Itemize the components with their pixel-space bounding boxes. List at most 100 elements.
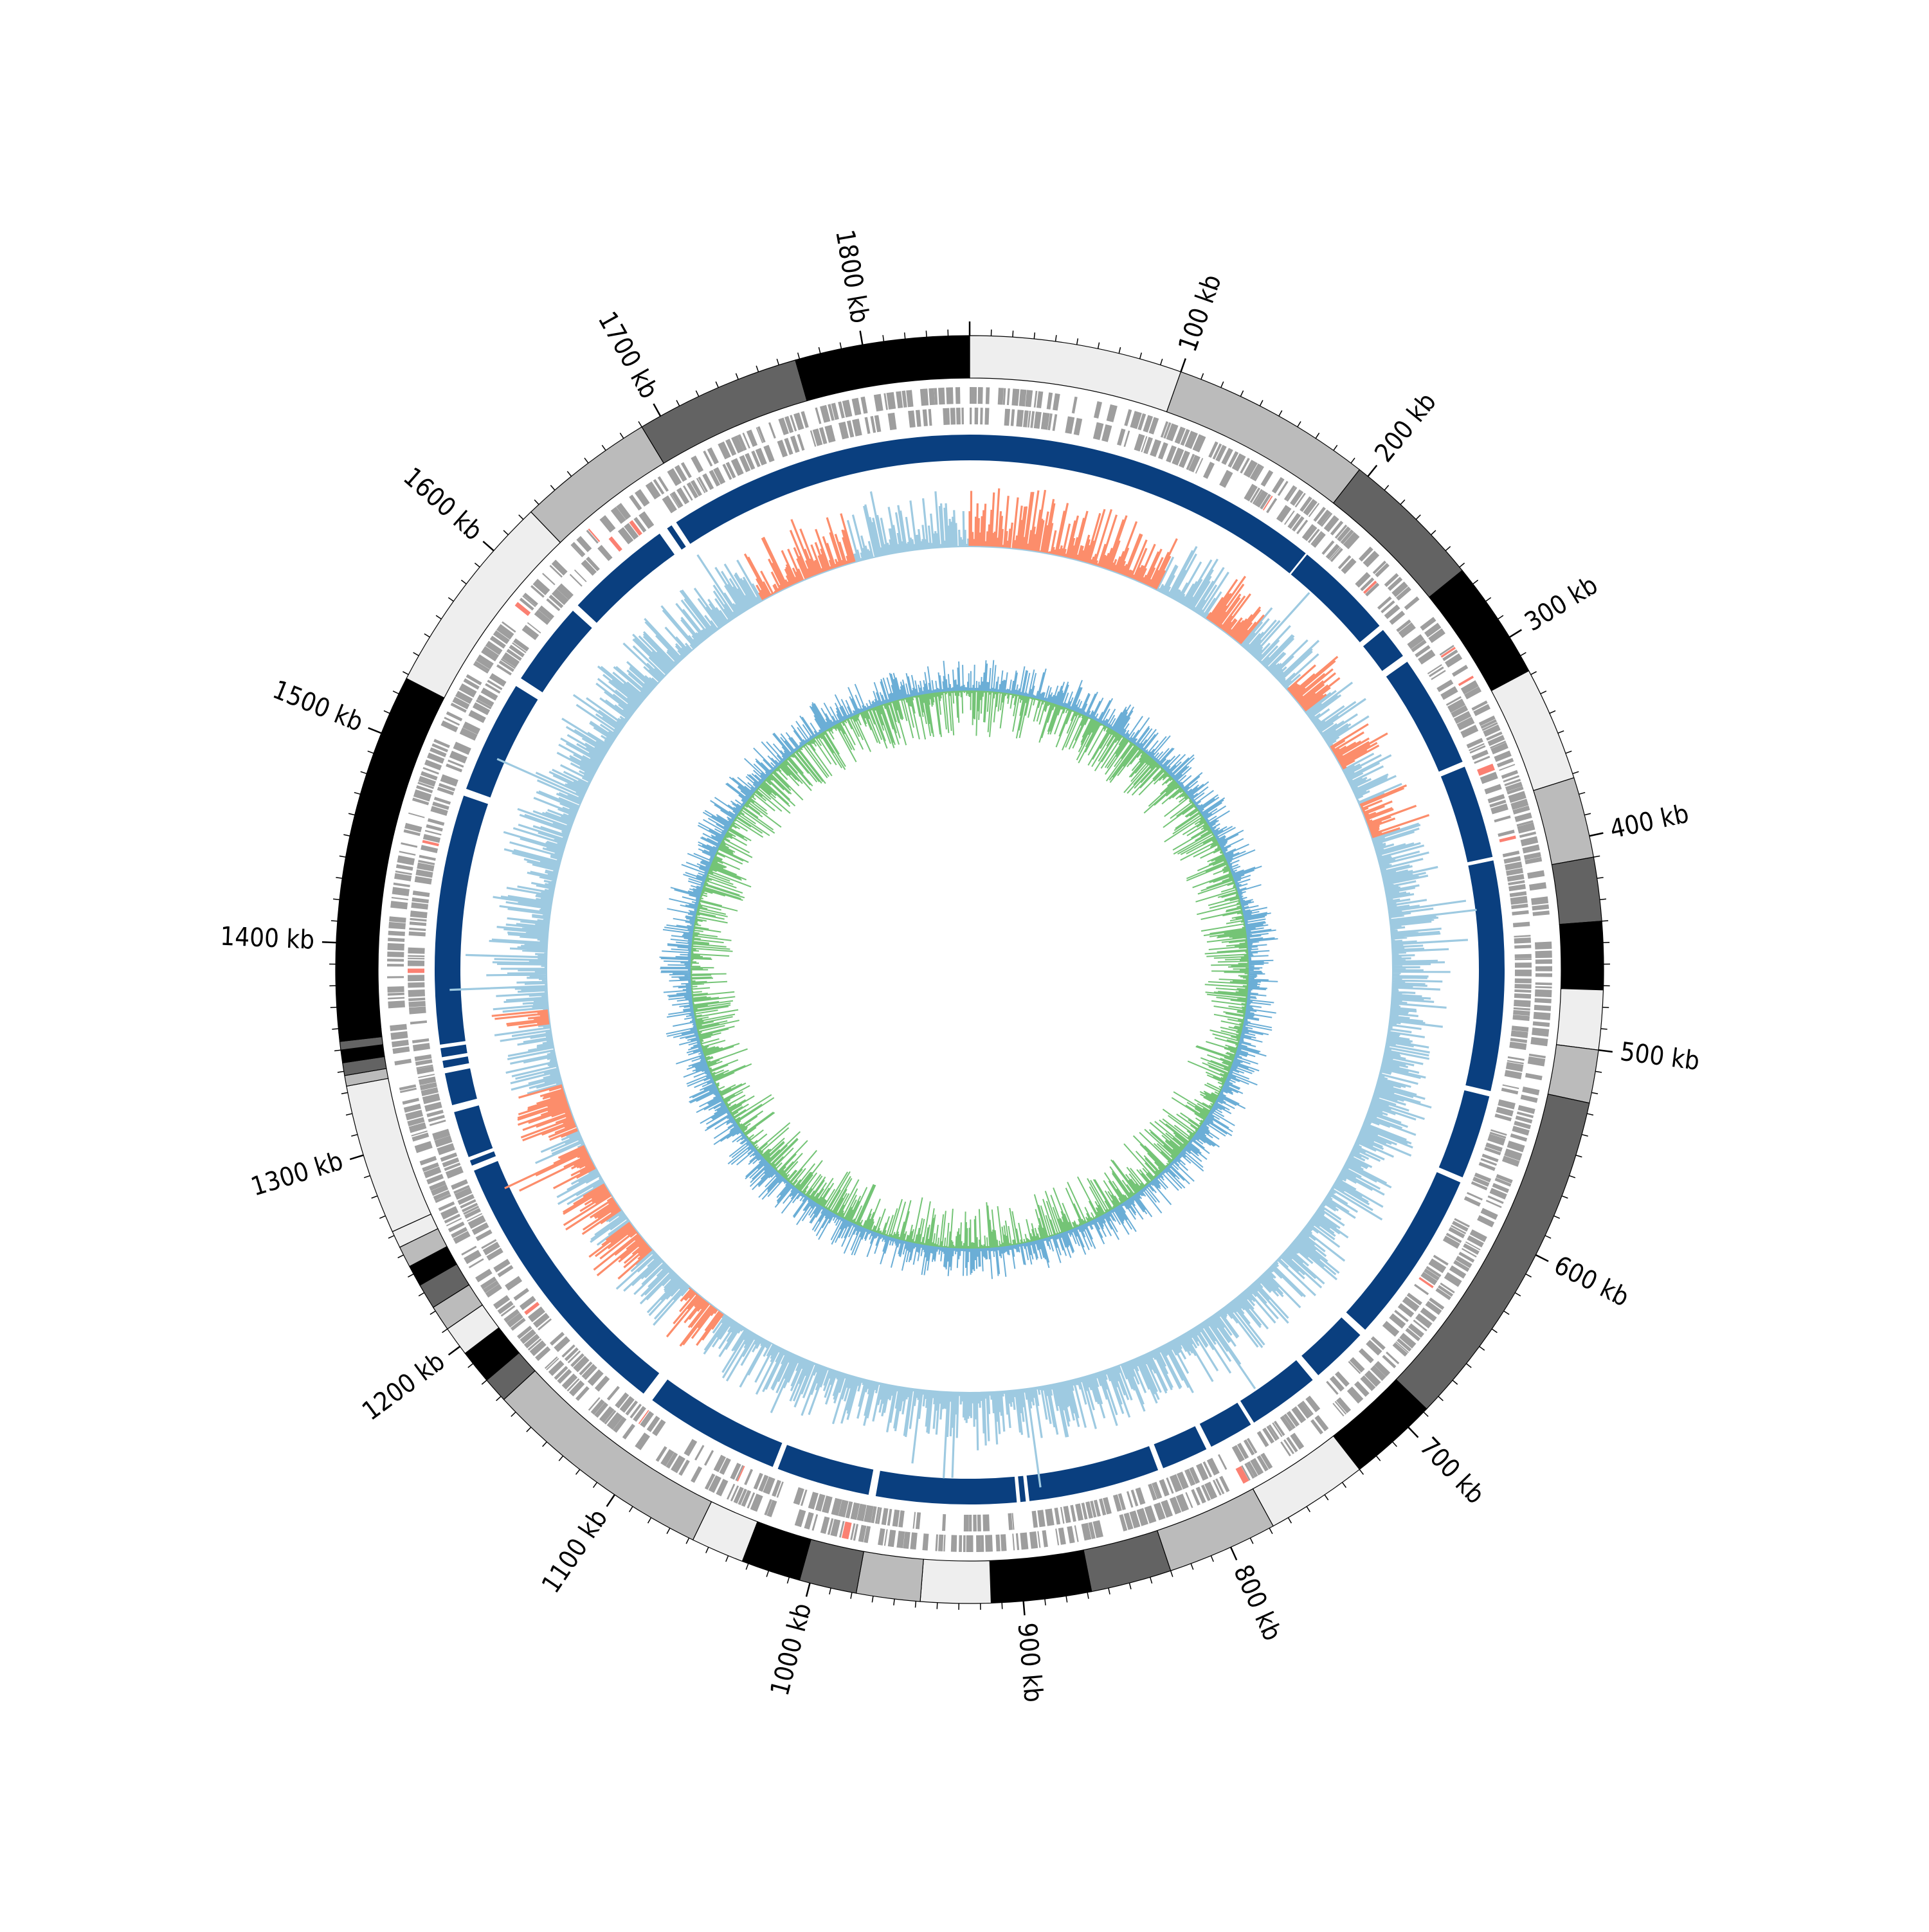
contig-8 — [1557, 989, 1604, 1051]
minor-tick — [1576, 1155, 1582, 1157]
gene-feature-0 — [922, 1533, 928, 1551]
gene-feature-1 — [1515, 979, 1532, 984]
minor-tick — [475, 563, 480, 567]
gene-feature-0 — [995, 1535, 1000, 1551]
tick-label-1400: 1400 kb — [219, 922, 315, 955]
minor-tick — [1587, 1114, 1593, 1115]
minor-tick — [756, 366, 758, 372]
minor-tick — [398, 1255, 404, 1258]
minor-tick — [403, 672, 408, 675]
gene-feature-0 — [1067, 1526, 1074, 1544]
minor-tick — [798, 353, 800, 359]
gene-feature-1 — [411, 902, 428, 909]
gene-feature-1 — [908, 410, 916, 428]
major-tick — [1408, 1427, 1418, 1438]
gene-feature-1 — [694, 1445, 704, 1460]
gene-feature-0 — [1510, 1133, 1527, 1142]
gene-feature-0 — [397, 855, 415, 865]
gene-feature-1 — [1515, 962, 1532, 968]
minor-tick — [468, 1364, 473, 1368]
gene-feature-0 — [1531, 896, 1548, 905]
contig-2 — [1334, 469, 1462, 597]
minor-tick — [1098, 343, 1100, 349]
gene-feature-1 — [983, 1514, 990, 1531]
tick-label-400: 400 kb — [1608, 799, 1692, 845]
gene-feature-0 — [392, 887, 410, 896]
minor-tick — [840, 343, 841, 349]
gene-feature-0 — [1058, 1528, 1066, 1545]
gene-feature-0 — [691, 1467, 702, 1483]
gene-feature-1 — [1512, 910, 1528, 916]
minor-tick — [926, 330, 927, 337]
minor-tick — [393, 691, 399, 694]
gene-feature-0 — [1386, 1351, 1399, 1364]
minor-tick — [1453, 1380, 1458, 1384]
gene-feature-1 — [887, 1509, 892, 1526]
blue-segment-15 — [778, 1445, 874, 1495]
gene-feature-1 — [408, 955, 424, 957]
minor-tick — [354, 793, 361, 795]
gene-feature-1 — [1484, 784, 1501, 794]
minor-tick — [361, 772, 367, 773]
tick-label-1100: 1100 kb — [536, 1504, 613, 1598]
gene-feature-1 — [1510, 891, 1527, 897]
gene-feature-1 — [1499, 835, 1516, 842]
gene-feature-1 — [413, 1043, 430, 1051]
gene-feature-0 — [1514, 813, 1532, 822]
minor-tick — [1504, 1311, 1509, 1314]
gene-feature-0 — [392, 1047, 410, 1054]
minor-tick — [1201, 374, 1204, 379]
gene-feature-1 — [409, 1006, 426, 1014]
gene-feature-1 — [942, 1514, 946, 1531]
gene-feature-1 — [1341, 558, 1357, 574]
minor-tick — [726, 1556, 729, 1562]
minor-tick — [1211, 1556, 1213, 1562]
blue-segment-5 — [1465, 860, 1505, 1091]
major-tick — [1535, 1255, 1548, 1261]
gene-feature-1 — [1503, 851, 1520, 857]
minor-tick — [424, 634, 430, 637]
gene-feature-0 — [599, 515, 615, 532]
contig-7 — [1559, 921, 1604, 990]
contig-16 — [920, 1559, 991, 1603]
gene-feature-1 — [505, 1276, 522, 1291]
minor-tick — [534, 500, 539, 504]
gene-feature-0 — [1055, 1529, 1059, 1546]
contig-4 — [1491, 671, 1573, 790]
minor-tick — [1541, 691, 1546, 694]
gene-feature-1 — [684, 1439, 697, 1456]
gene-feature-1 — [1219, 470, 1233, 488]
gene-feature-1 — [1011, 409, 1015, 426]
gene-feature-1 — [984, 408, 989, 424]
gene-feature-1 — [1004, 409, 1010, 426]
gene-feature-0 — [394, 1059, 412, 1065]
gene-feature-0 — [396, 864, 413, 871]
gene-feature-0 — [1532, 905, 1549, 911]
gene-feature-0 — [403, 1097, 419, 1105]
contig-30 — [347, 1078, 431, 1231]
gene-feature-0 — [387, 964, 404, 966]
gene-feature-1 — [1276, 505, 1291, 522]
gene-feature-1 — [1302, 524, 1318, 541]
gene-feature-0 — [533, 579, 550, 595]
inner-green-bars — [690, 690, 1249, 1249]
minor-tick — [593, 1483, 597, 1488]
major-tick — [1510, 629, 1522, 637]
gene-feature-0 — [542, 573, 556, 585]
gene-feature-1 — [916, 1512, 921, 1529]
gene-feature-0 — [986, 387, 990, 404]
minor-tick — [349, 813, 355, 815]
gene-feature-1 — [1514, 989, 1531, 993]
tick-label-1200: 1200 kb — [357, 1346, 450, 1426]
gene-feature-0 — [981, 1535, 984, 1552]
gene-feature-1 — [973, 1515, 977, 1531]
gene-feature-0 — [1452, 665, 1468, 677]
gene-feature-1 — [1070, 1505, 1076, 1522]
gene-feature-0 — [1019, 389, 1027, 406]
gene-feature-1 — [413, 890, 430, 897]
gene-feature-1 — [408, 989, 425, 997]
gene-feature-1 — [1511, 903, 1528, 909]
gene-feature-1 — [1074, 418, 1083, 435]
gene-feature-1 — [1065, 416, 1074, 433]
minor-tick — [1545, 1236, 1551, 1238]
